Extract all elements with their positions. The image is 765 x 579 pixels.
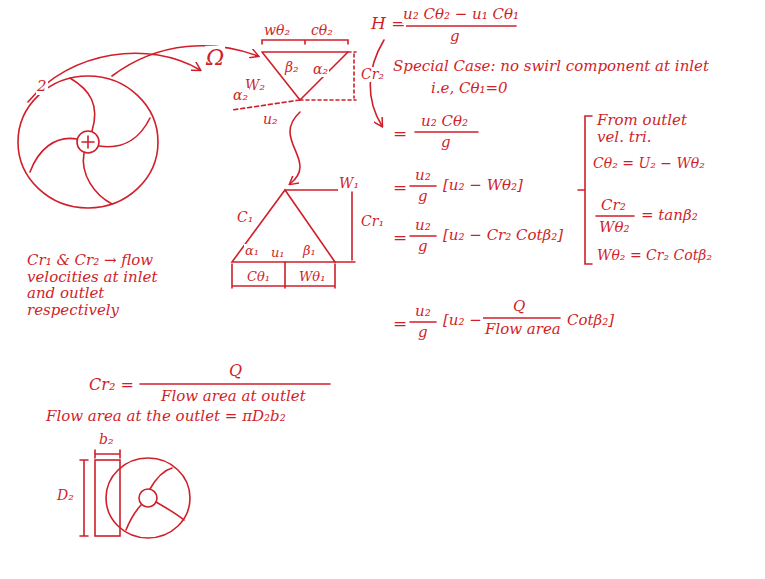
handwritten-label: Flow area at the outlet = πD₂b₂ <box>45 408 287 425</box>
handwritten-label: α₂ <box>312 62 329 77</box>
handwritten-label: u₂ <box>262 112 279 127</box>
handwritten-label: g <box>440 134 452 151</box>
handwritten-label: g <box>449 28 461 45</box>
impeller-blade <box>99 118 150 147</box>
dimension-line <box>285 190 355 262</box>
handwritten-label: Cθ₁ <box>246 270 271 284</box>
dimension-line <box>300 52 356 100</box>
handwritten-label: Wθ₂ <box>598 219 630 236</box>
dimension-line <box>80 460 88 536</box>
step-arrow <box>370 40 384 126</box>
impeller-outline <box>18 76 158 208</box>
inlet-velocity-triangle <box>232 190 335 262</box>
handwritten-label: [u₂ − Cr₂ Cotβ₂] <box>442 227 564 244</box>
handwritten-label: Cr₂ = <box>88 376 135 394</box>
handwritten-label: Q <box>228 362 243 380</box>
handwritten-label: u₂ <box>414 217 432 234</box>
handwritten-label: β₂ <box>284 60 300 75</box>
fraction-bar <box>140 383 330 385</box>
handwritten-label: Cotβ₂] <box>566 312 615 329</box>
handwritten-label: wθ₂ <box>263 23 291 38</box>
handwritten-label: [u₂ − <box>442 312 483 329</box>
handwritten-label: Cr₂ <box>600 197 627 214</box>
zoom-arrow <box>112 46 258 76</box>
impeller-blade <box>83 153 112 204</box>
handwritten-label: g <box>417 238 429 255</box>
handwritten-label: Wθ₂ = Cr₂ Cotβ₂ <box>596 248 713 263</box>
handwritten-label: u₂ Cθ₂ <box>420 113 469 130</box>
rotation-arrow <box>28 53 200 102</box>
fraction-bar <box>410 235 436 237</box>
fraction-bar <box>398 25 516 27</box>
handwritten-label: Flow area at outlet <box>160 388 307 405</box>
handwritten-label: Cr₂ <box>360 67 385 82</box>
handwritten-label: D₂ <box>56 488 75 503</box>
hub-mark <box>82 136 94 148</box>
handwritten-label: W₁ <box>338 176 360 191</box>
handwritten-label: H = <box>370 14 406 33</box>
dimension-line <box>95 450 120 458</box>
handwritten-label: Wθ₁ <box>298 270 326 284</box>
bracket <box>578 116 592 264</box>
handwritten-label: C₁ <box>236 210 254 225</box>
handwritten-label: From outlet vel. tri. <box>596 112 708 145</box>
fraction-bar <box>415 131 478 133</box>
handwritten-label: Cr₁ <box>360 214 385 229</box>
handwritten-label: Ω <box>205 46 225 70</box>
handwritten-label: u₁ <box>270 246 286 260</box>
handwritten-label: Cθ₂ = U₂ − Wθ₂ <box>592 156 706 171</box>
handwritten-label: cθ₂ <box>310 23 334 38</box>
impeller-front-view <box>106 458 190 538</box>
fraction-bar <box>596 215 634 217</box>
handwritten-label: u₂ <box>414 167 432 184</box>
fraction-bar <box>410 321 436 323</box>
dimension-line <box>262 40 348 44</box>
impeller-hub <box>139 489 157 507</box>
handwritten-label: g <box>417 188 429 205</box>
handwritten-label: u₂ Cθ₂ − u₁ Cθ₁ <box>402 6 520 23</box>
handwritten-label: 2 <box>36 78 48 95</box>
handwritten-label: Special Case: no swirl component at inle… <box>392 58 710 75</box>
handwritten-label: = <box>392 228 408 247</box>
impeller-blade <box>126 468 184 530</box>
dimension-line <box>232 262 335 288</box>
impeller-hub <box>77 131 99 153</box>
handwritten-label: b₂ <box>98 432 115 447</box>
handwritten-label: Q <box>512 298 526 315</box>
handwritten-label: Cr₁ & Cr₂ → flow velocities at inlet and… <box>26 252 178 318</box>
handwritten-label: = <box>392 314 408 333</box>
fraction-bar <box>410 185 436 187</box>
fraction-bar <box>480 317 560 319</box>
impeller-blade <box>30 138 77 172</box>
impeller-blade <box>70 78 95 131</box>
handwritten-label: [u₂ − Wθ₂] <box>442 177 524 194</box>
handwritten-label: β₁ <box>302 244 317 258</box>
handwritten-label: i.e, Cθ₁=0 <box>430 80 509 97</box>
handwritten-label: Flow area <box>484 321 562 338</box>
handwritten-label: = <box>392 178 408 197</box>
handwritten-label: α₂ <box>232 88 249 103</box>
handwritten-label: = tanβ₂ <box>640 207 699 224</box>
handwritten-label: α₁ <box>244 244 260 258</box>
handwritten-label: = <box>392 124 408 143</box>
handwritten-label: u₂ <box>414 303 432 320</box>
outlet-velocity-triangle <box>262 52 348 100</box>
link-arrow <box>290 112 300 184</box>
handwritten-label: g <box>417 324 429 341</box>
